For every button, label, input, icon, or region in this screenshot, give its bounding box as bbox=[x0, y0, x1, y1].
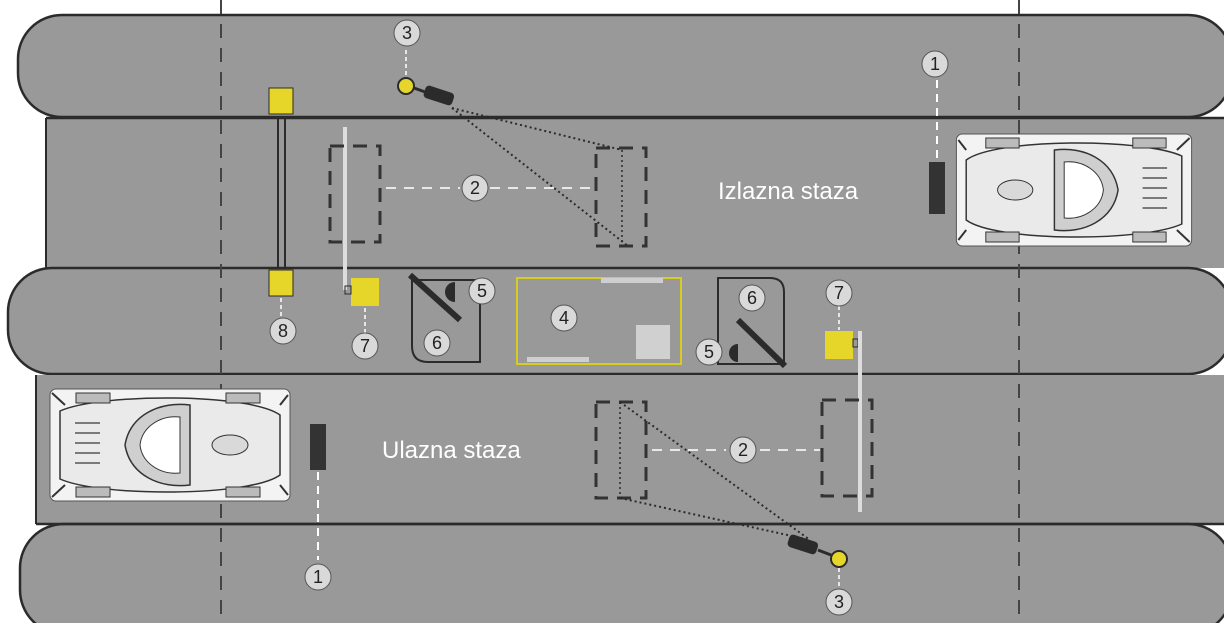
car-entry bbox=[49, 388, 291, 502]
island-middle bbox=[6, 266, 1224, 376]
marker-3-bottom: 3 bbox=[825, 588, 853, 616]
marker-1-bottom: 1 bbox=[304, 563, 332, 591]
terminal-right bbox=[717, 277, 788, 369]
svg-text:4: 4 bbox=[559, 308, 569, 328]
marker-2-top: 2 bbox=[461, 174, 489, 202]
detection-loop-exit-left bbox=[328, 144, 382, 244]
svg-text:1: 1 bbox=[313, 567, 323, 587]
reader-device-entry bbox=[310, 424, 326, 470]
svg-text:5: 5 bbox=[477, 281, 487, 301]
marker-3-top: 3 bbox=[393, 19, 421, 47]
svg-text:7: 7 bbox=[360, 336, 370, 356]
sign-7-right bbox=[825, 331, 853, 359]
marker-8: 8 bbox=[269, 317, 297, 345]
barrier-gate bbox=[268, 87, 294, 318]
marker-6-right: 6 bbox=[738, 284, 766, 312]
toll-booth bbox=[516, 277, 682, 365]
road-surface bbox=[6, 13, 1224, 623]
sign-7-left bbox=[351, 278, 379, 306]
svg-text:3: 3 bbox=[402, 23, 412, 43]
marker-5-right: 5 bbox=[695, 338, 723, 366]
marker-4: 4 bbox=[550, 304, 578, 332]
svg-text:2: 2 bbox=[738, 440, 748, 460]
svg-text:6: 6 bbox=[747, 288, 757, 308]
marker-7-right: 7 bbox=[825, 279, 853, 307]
marker-7-left: 7 bbox=[351, 332, 379, 360]
detection-loop-exit-right bbox=[594, 146, 648, 248]
car-exit bbox=[955, 133, 1193, 247]
camera-top bbox=[397, 50, 629, 247]
marker-2-bottom: 2 bbox=[729, 436, 757, 464]
svg-text:6: 6 bbox=[432, 333, 442, 353]
detection-loop-entry-right bbox=[820, 398, 874, 498]
terminal-left bbox=[407, 272, 481, 363]
svg-text:8: 8 bbox=[278, 321, 288, 341]
island-bottom bbox=[18, 522, 1224, 623]
svg-text:1: 1 bbox=[930, 54, 940, 74]
island-top bbox=[16, 13, 1224, 119]
marker-6-left: 6 bbox=[423, 329, 451, 357]
camera-bottom bbox=[619, 401, 848, 588]
lane-label-exit: Izlazna staza bbox=[718, 178, 859, 205]
svg-text:5: 5 bbox=[704, 342, 714, 362]
svg-text:2: 2 bbox=[470, 178, 480, 198]
reader-device-exit bbox=[929, 162, 945, 214]
svg-text:3: 3 bbox=[834, 592, 844, 612]
marker-1-top: 1 bbox=[921, 50, 949, 78]
lane-label-entry: Ulazna staza bbox=[382, 437, 521, 464]
svg-text:7: 7 bbox=[834, 283, 844, 303]
marker-5-left: 5 bbox=[468, 277, 496, 305]
